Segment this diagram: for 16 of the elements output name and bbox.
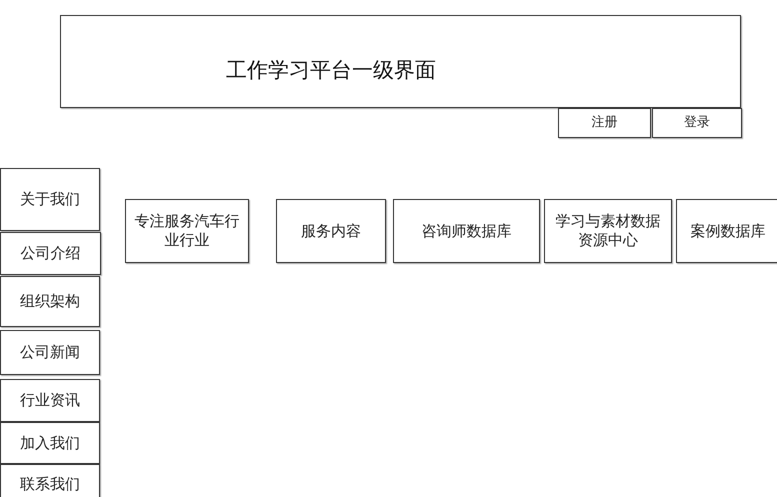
login-button: 登录 <box>652 108 742 138</box>
page-title: 工作学习平台一级界面 <box>226 57 436 84</box>
nav-tab: 服务内容 <box>276 199 386 263</box>
menu-item: 加入我们 <box>0 422 100 464</box>
register-button: 注册 <box>558 108 651 138</box>
menu-item: 联系我们 <box>0 464 100 497</box>
nav-tab: 案例数据库 <box>676 199 777 263</box>
header-panel <box>60 15 741 108</box>
menu-item: 行业资讯 <box>0 379 100 422</box>
menu-item: 公司新闻 <box>0 330 100 375</box>
menu-item: 关于我们 <box>0 168 100 231</box>
nav-tab: 学习与素材数据资源中心 <box>544 199 672 263</box>
menu-item: 公司介绍 <box>0 232 101 275</box>
nav-tab: 专注服务汽车行业行业 <box>125 199 249 263</box>
nav-tab: 咨询师数据库 <box>393 199 540 263</box>
menu-item: 组织架构 <box>0 276 100 327</box>
